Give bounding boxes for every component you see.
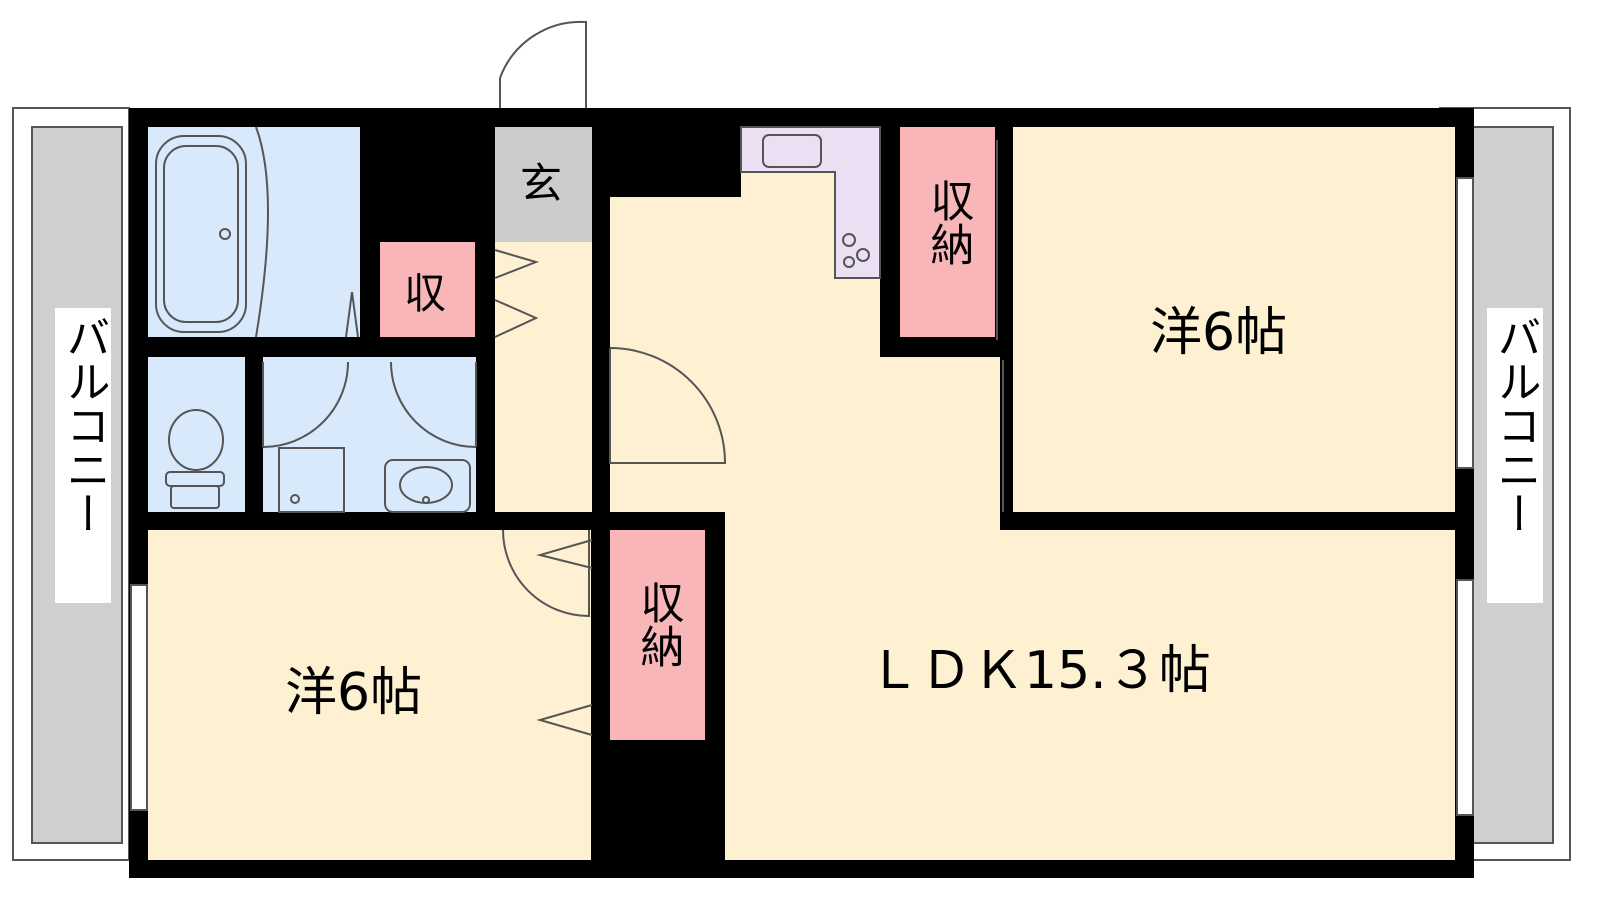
entrance-label: 玄 bbox=[520, 159, 562, 208]
windows bbox=[130, 177, 1474, 816]
window-left bbox=[130, 584, 148, 811]
toilet-icon bbox=[165, 409, 225, 509]
storage-upper bbox=[900, 127, 995, 337]
stove-icon bbox=[842, 233, 870, 268]
storage-small-label: 収 bbox=[404, 269, 446, 318]
ldk-label: ＬＤＫ15.３帖 bbox=[868, 641, 1211, 701]
entrance-floor bbox=[495, 127, 592, 242]
room-left-door-icon bbox=[502, 529, 590, 618]
folding-door-lower-icon bbox=[536, 539, 593, 736]
western-room-right-label: 洋6帖 bbox=[1150, 303, 1287, 363]
washroom-door-icon bbox=[390, 361, 477, 448]
kitchen-sink bbox=[762, 134, 822, 168]
toilet-door-icon bbox=[262, 361, 349, 448]
toilet-floor bbox=[148, 357, 245, 512]
ldk-door-icon bbox=[609, 347, 727, 464]
western-room-right-floor bbox=[1013, 127, 1455, 512]
folding-door-small-icon bbox=[494, 249, 540, 338]
balcony-left: バルコニー bbox=[12, 107, 130, 861]
storage-lower-label: 収納 bbox=[633, 580, 684, 668]
bathroom-floor bbox=[148, 127, 360, 337]
washer-space bbox=[278, 447, 345, 513]
storage-upper-label: 収納 bbox=[923, 178, 974, 266]
balcony-left-label: バルコニー bbox=[59, 315, 110, 535]
kitchen-counter bbox=[740, 126, 881, 279]
room-right-sliding-door-icon bbox=[996, 140, 1004, 512]
ldk-floor bbox=[610, 127, 1455, 860]
bathtub-icon bbox=[155, 126, 359, 338]
front-door-icon bbox=[499, 20, 587, 108]
storage-lower bbox=[610, 530, 705, 740]
window-right-upper bbox=[1456, 177, 1474, 469]
window-right-lower bbox=[1456, 579, 1474, 816]
washbasin-icon bbox=[384, 459, 471, 513]
door-swings bbox=[262, 20, 1004, 736]
western-room-left-floor bbox=[148, 530, 591, 860]
washroom-floor bbox=[263, 357, 476, 512]
balcony-right-label: バルコニー bbox=[1490, 315, 1541, 535]
western-room-left-label: 洋6帖 bbox=[285, 663, 422, 723]
storage-small bbox=[380, 242, 475, 337]
hallway-floor bbox=[495, 242, 592, 512]
